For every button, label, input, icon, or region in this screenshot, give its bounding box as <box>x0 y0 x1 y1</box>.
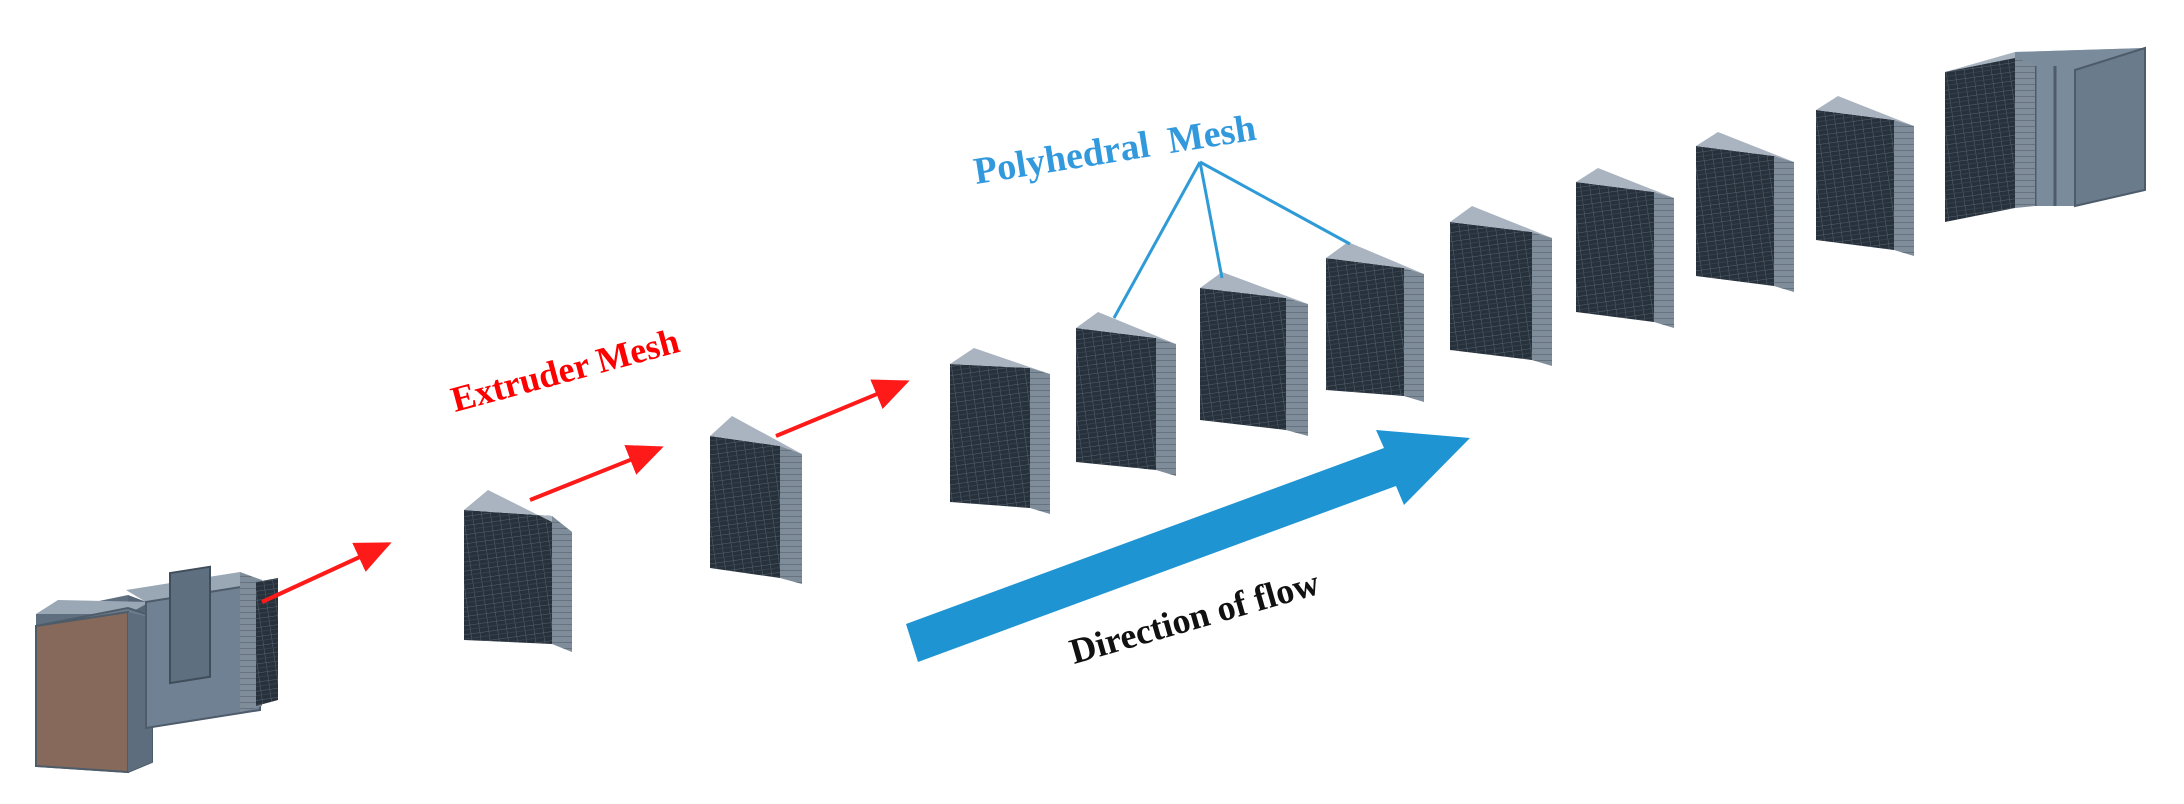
mesh-panel-6 <box>1326 242 1424 402</box>
extruder-arrow-1 <box>261 542 392 604</box>
mesh-panel-9 <box>1696 132 1794 292</box>
mesh-panel-3 <box>950 348 1050 514</box>
mesh-panel-10 <box>1816 96 1914 256</box>
extruder-arrows <box>261 379 910 604</box>
inlet-block <box>35 565 278 774</box>
extruder-arrow-2 <box>529 445 664 502</box>
mesh-panel-2 <box>710 416 802 584</box>
extruder-mesh-label: Extruder Mesh <box>447 320 684 419</box>
mesh-panel-4 <box>1076 312 1176 476</box>
flow-arrow <box>906 430 1470 662</box>
polyhedral-mesh-label: Polyhedral Mesh <box>971 107 1259 193</box>
polyhedral-leader-lines <box>1112 160 1351 319</box>
mesh-panel-7 <box>1450 206 1552 366</box>
mesh-panel-8 <box>1576 168 1674 328</box>
mesh-panel-5 <box>1200 272 1308 436</box>
mesh-panels <box>464 96 1914 652</box>
extruder-arrow-3 <box>775 379 910 438</box>
outlet-block <box>1945 46 2146 222</box>
inlet-brown-face <box>35 610 129 774</box>
mesh-panel-1 <box>464 490 572 652</box>
